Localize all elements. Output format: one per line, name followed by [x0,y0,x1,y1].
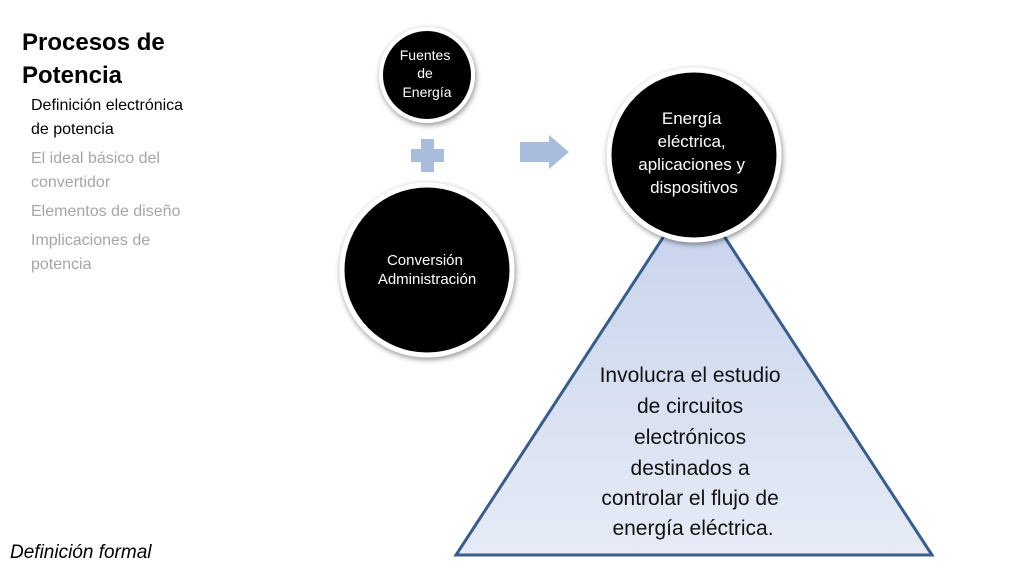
section-item-label: de potencia [31,121,114,138]
title-line: Potencia [22,62,123,89]
section-item-implicaciones[interactable]: Implicaciones de potencia [31,229,221,277]
conversion-line: Conversión [387,252,463,269]
output-line: Energía [662,109,722,128]
section-item-definicion[interactable]: Definición electrónica de potencia [31,94,221,142]
conversion-line: Administración [378,271,476,288]
footer-note: Definición formal [10,542,152,563]
conversion-circle [339,182,515,358]
sources-line: Energía [402,84,451,100]
pyramid-line: energía eléctrica. [612,517,773,540]
pyramid-line: controlar el flujo de [601,487,778,510]
output-line: dispositivos [650,178,738,197]
slide-title: Procesos de Potencia [22,26,242,92]
sources-line: de [417,65,433,81]
section-list: Definición electrónica de potencia El id… [31,94,221,282]
output-circle [606,67,782,243]
output-line: aplicaciones y [638,155,745,174]
arrow-right-icon [520,135,569,169]
section-item-label: El ideal básico del [31,150,160,167]
section-item-label: Elementos de diseño [31,203,181,220]
plus-icon [411,139,444,172]
sources-circle [379,27,475,123]
title-line: Procesos de [22,29,165,56]
pyramid-line: electrónicos [634,426,746,449]
pyramid-line: de circuitos [637,395,743,418]
sources-line: Fuentes [400,47,451,63]
section-item-ideal-convertidor[interactable]: El ideal básico del convertidor [31,147,221,195]
section-item-elementos-diseno[interactable]: Elementos de diseño [31,200,221,224]
pyramid-text: Involucra el estudio de circuitos electr… [600,364,787,540]
pyramid-line: Involucra el estudio [600,364,781,387]
output-text: Energía eléctrica, aplicaciones y dispos… [638,109,750,197]
conversion-text: Conversión Administración [378,252,476,288]
pyramid-line: destinados a [631,457,750,480]
sources-text: Fuentes de Energía [400,47,454,100]
section-item-label: potencia [31,256,92,273]
section-item-label: Implicaciones de [31,232,151,249]
output-line: eléctrica, [658,132,726,151]
section-item-label: Definición electrónica [31,97,184,114]
section-item-label: convertidor [31,174,111,191]
pyramid-triangle [453,187,935,557]
